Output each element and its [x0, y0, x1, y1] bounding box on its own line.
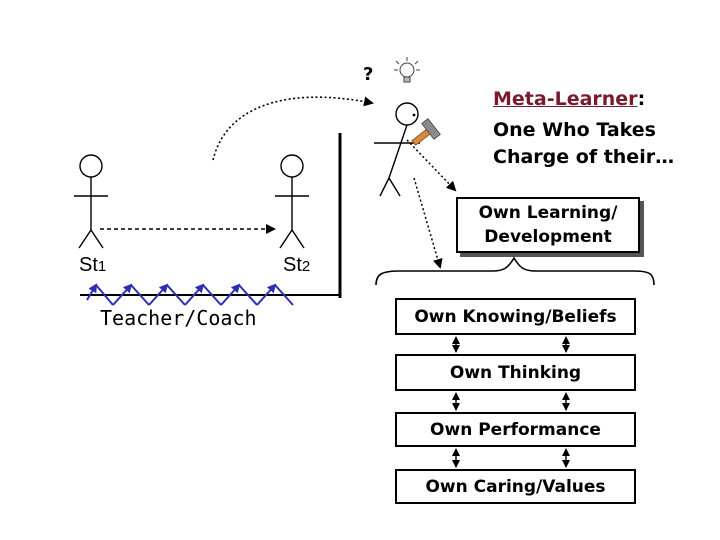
- own-learning-line-2: Development: [484, 227, 612, 247]
- teacher-coach-label: Teacher/Coach: [100, 306, 257, 330]
- meta-learner-figure: [374, 102, 420, 197]
- stack-box-knowing-label: Own Knowing/Beliefs: [414, 306, 617, 327]
- question-mark: ?: [363, 64, 374, 85]
- stack-box-caring-label: Own Caring/Values: [425, 476, 606, 497]
- own-learning-line-1: Own Learning/: [478, 203, 618, 223]
- st2-label-main: St: [283, 254, 302, 276]
- dotted-arrow-to-bracket: [413, 177, 443, 269]
- stack-box-thinking: Own Thinking: [395, 354, 636, 391]
- st1-label: St1: [79, 254, 106, 277]
- stack-box-thinking-label: Own Thinking: [449, 362, 582, 383]
- stack-box-performance: Own Performance: [395, 412, 636, 447]
- st2-label: St2: [283, 254, 310, 277]
- stack-arrows: [452, 336, 570, 468]
- coaching-zigzag: [86, 283, 294, 306]
- hammer-icon: [411, 118, 441, 146]
- st1-label-sub: 1: [97, 258, 107, 275]
- student-2-figure: [275, 154, 309, 249]
- own-learning-box: Own Learning/ Development: [456, 197, 640, 253]
- meta-learner-line-2: One Who Takes: [493, 119, 656, 141]
- student-1-figure: [74, 154, 108, 249]
- meta-learner-title: Meta-Learner: [493, 88, 638, 110]
- stack-box-caring: Own Caring/Values: [395, 469, 636, 504]
- stack-box-knowing: Own Knowing/Beliefs: [395, 298, 636, 335]
- lightbulb-icon: [394, 57, 420, 83]
- dotted-curve-arrow: [212, 96, 374, 161]
- curly-brace: [375, 256, 655, 286]
- meta-learner-colon: :: [637, 88, 646, 110]
- meta-learner-line-3: Charge of their…: [493, 146, 675, 168]
- meta-learner-heading: Meta-Learner:: [493, 88, 645, 110]
- dotted-arrow-to-learning-box: [406, 139, 457, 192]
- meta-learner-eye: [412, 113, 416, 117]
- stack-box-performance-label: Own Performance: [430, 419, 601, 440]
- st2-label-sub: 2: [301, 258, 311, 275]
- st1-label-main: St: [79, 254, 98, 276]
